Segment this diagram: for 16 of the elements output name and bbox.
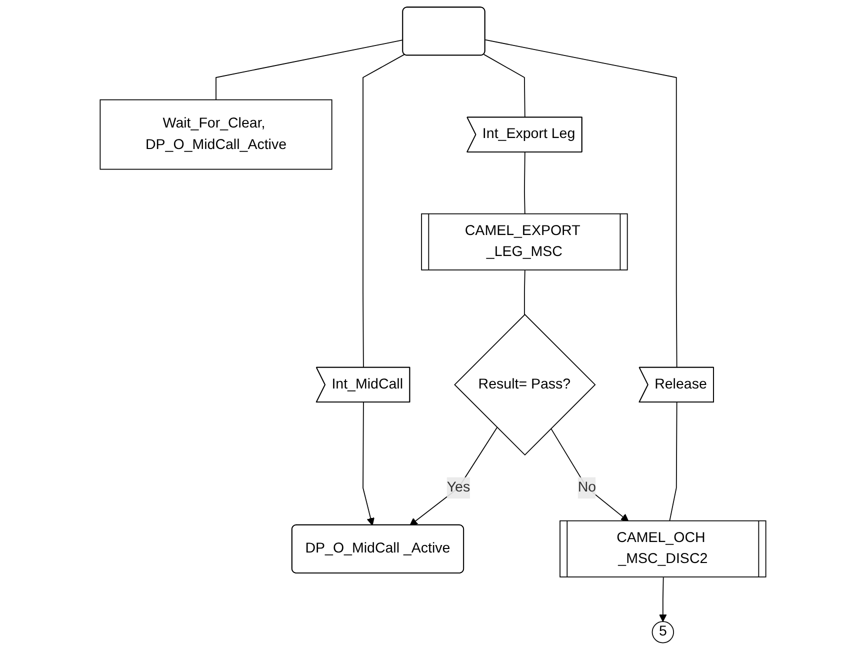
connector — [362, 54, 405, 368]
arrow — [550, 428, 629, 522]
edge-label: Yes — [446, 480, 470, 496]
connector — [483, 54, 526, 118]
arrow — [362, 402, 374, 526]
arrow — [410, 427, 498, 526]
edge-label: No — [578, 480, 596, 496]
node-box: Wait_For_Clear, DP_O_MidCall_Active — [100, 99, 332, 170]
connector — [669, 402, 678, 522]
connector — [524, 152, 526, 215]
node-circle: 5 — [652, 621, 674, 644]
arrow — [659, 576, 667, 622]
node-diamond: Result= Pass? — [454, 314, 596, 456]
connector — [524, 270, 526, 315]
connector — [216, 40, 404, 100]
connector — [484, 39, 678, 368]
